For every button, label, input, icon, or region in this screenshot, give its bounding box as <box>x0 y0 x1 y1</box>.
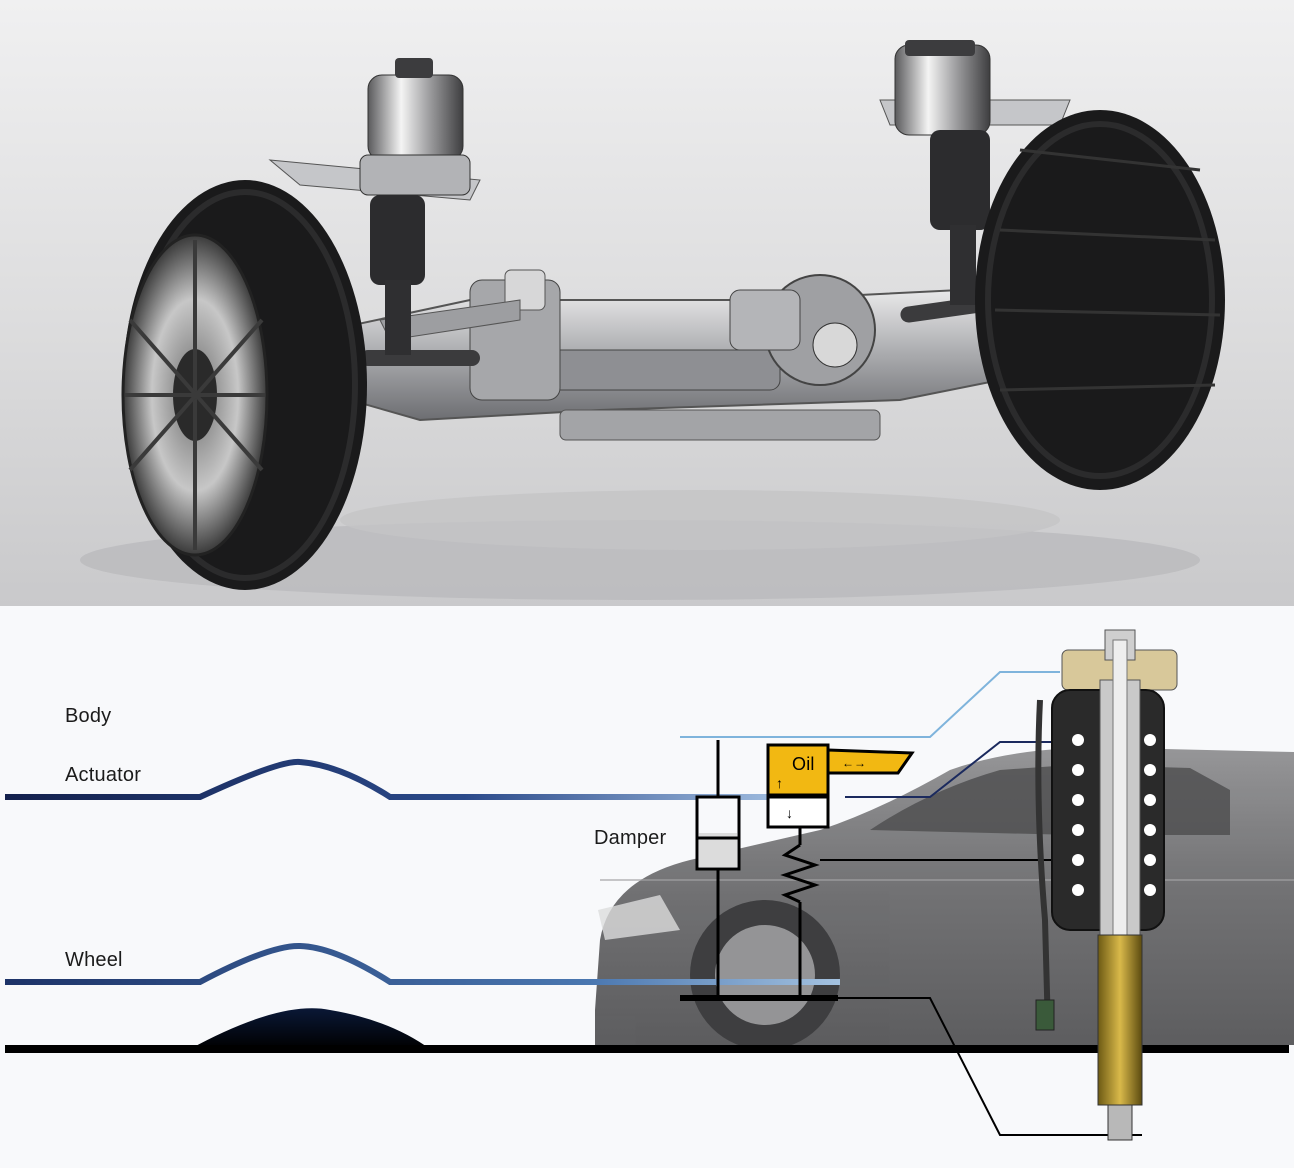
suspension-photo <box>0 0 1294 606</box>
car-silhouette <box>595 747 1294 1050</box>
road <box>5 1008 1289 1053</box>
svg-text:←→: ←→ <box>842 756 866 770</box>
suspension-photo-illustration <box>0 0 1294 606</box>
diagram-canvas: ↓ ↑ ←→ <box>5 629 1294 1141</box>
label-body: Body <box>65 705 112 727</box>
label-oil: Oil <box>792 754 815 774</box>
oil-box: ↑ ←→ <box>766 743 915 797</box>
spring-symbol <box>780 828 1080 998</box>
wheel-plate <box>680 995 1142 1136</box>
air-strut-cutaway <box>1035 629 1178 1141</box>
label-wheel: Wheel <box>65 949 123 971</box>
left-strut <box>359 58 471 355</box>
left-wheel <box>121 180 367 590</box>
suspension-diagram: ↓ ↑ ←→ <box>0 606 1294 1168</box>
right-wheel <box>975 110 1225 490</box>
svg-text:↓: ↓ <box>786 805 793 821</box>
oil-arrow-up: ↑ <box>776 775 783 791</box>
actuator-box: ↓ <box>766 795 830 829</box>
damper-symbol <box>695 740 741 998</box>
wheel-line <box>5 942 840 985</box>
label-actuator: Actuator <box>65 764 142 786</box>
right-strut <box>894 40 991 305</box>
label-damper: Damper <box>594 827 667 849</box>
body-line <box>5 671 1060 740</box>
